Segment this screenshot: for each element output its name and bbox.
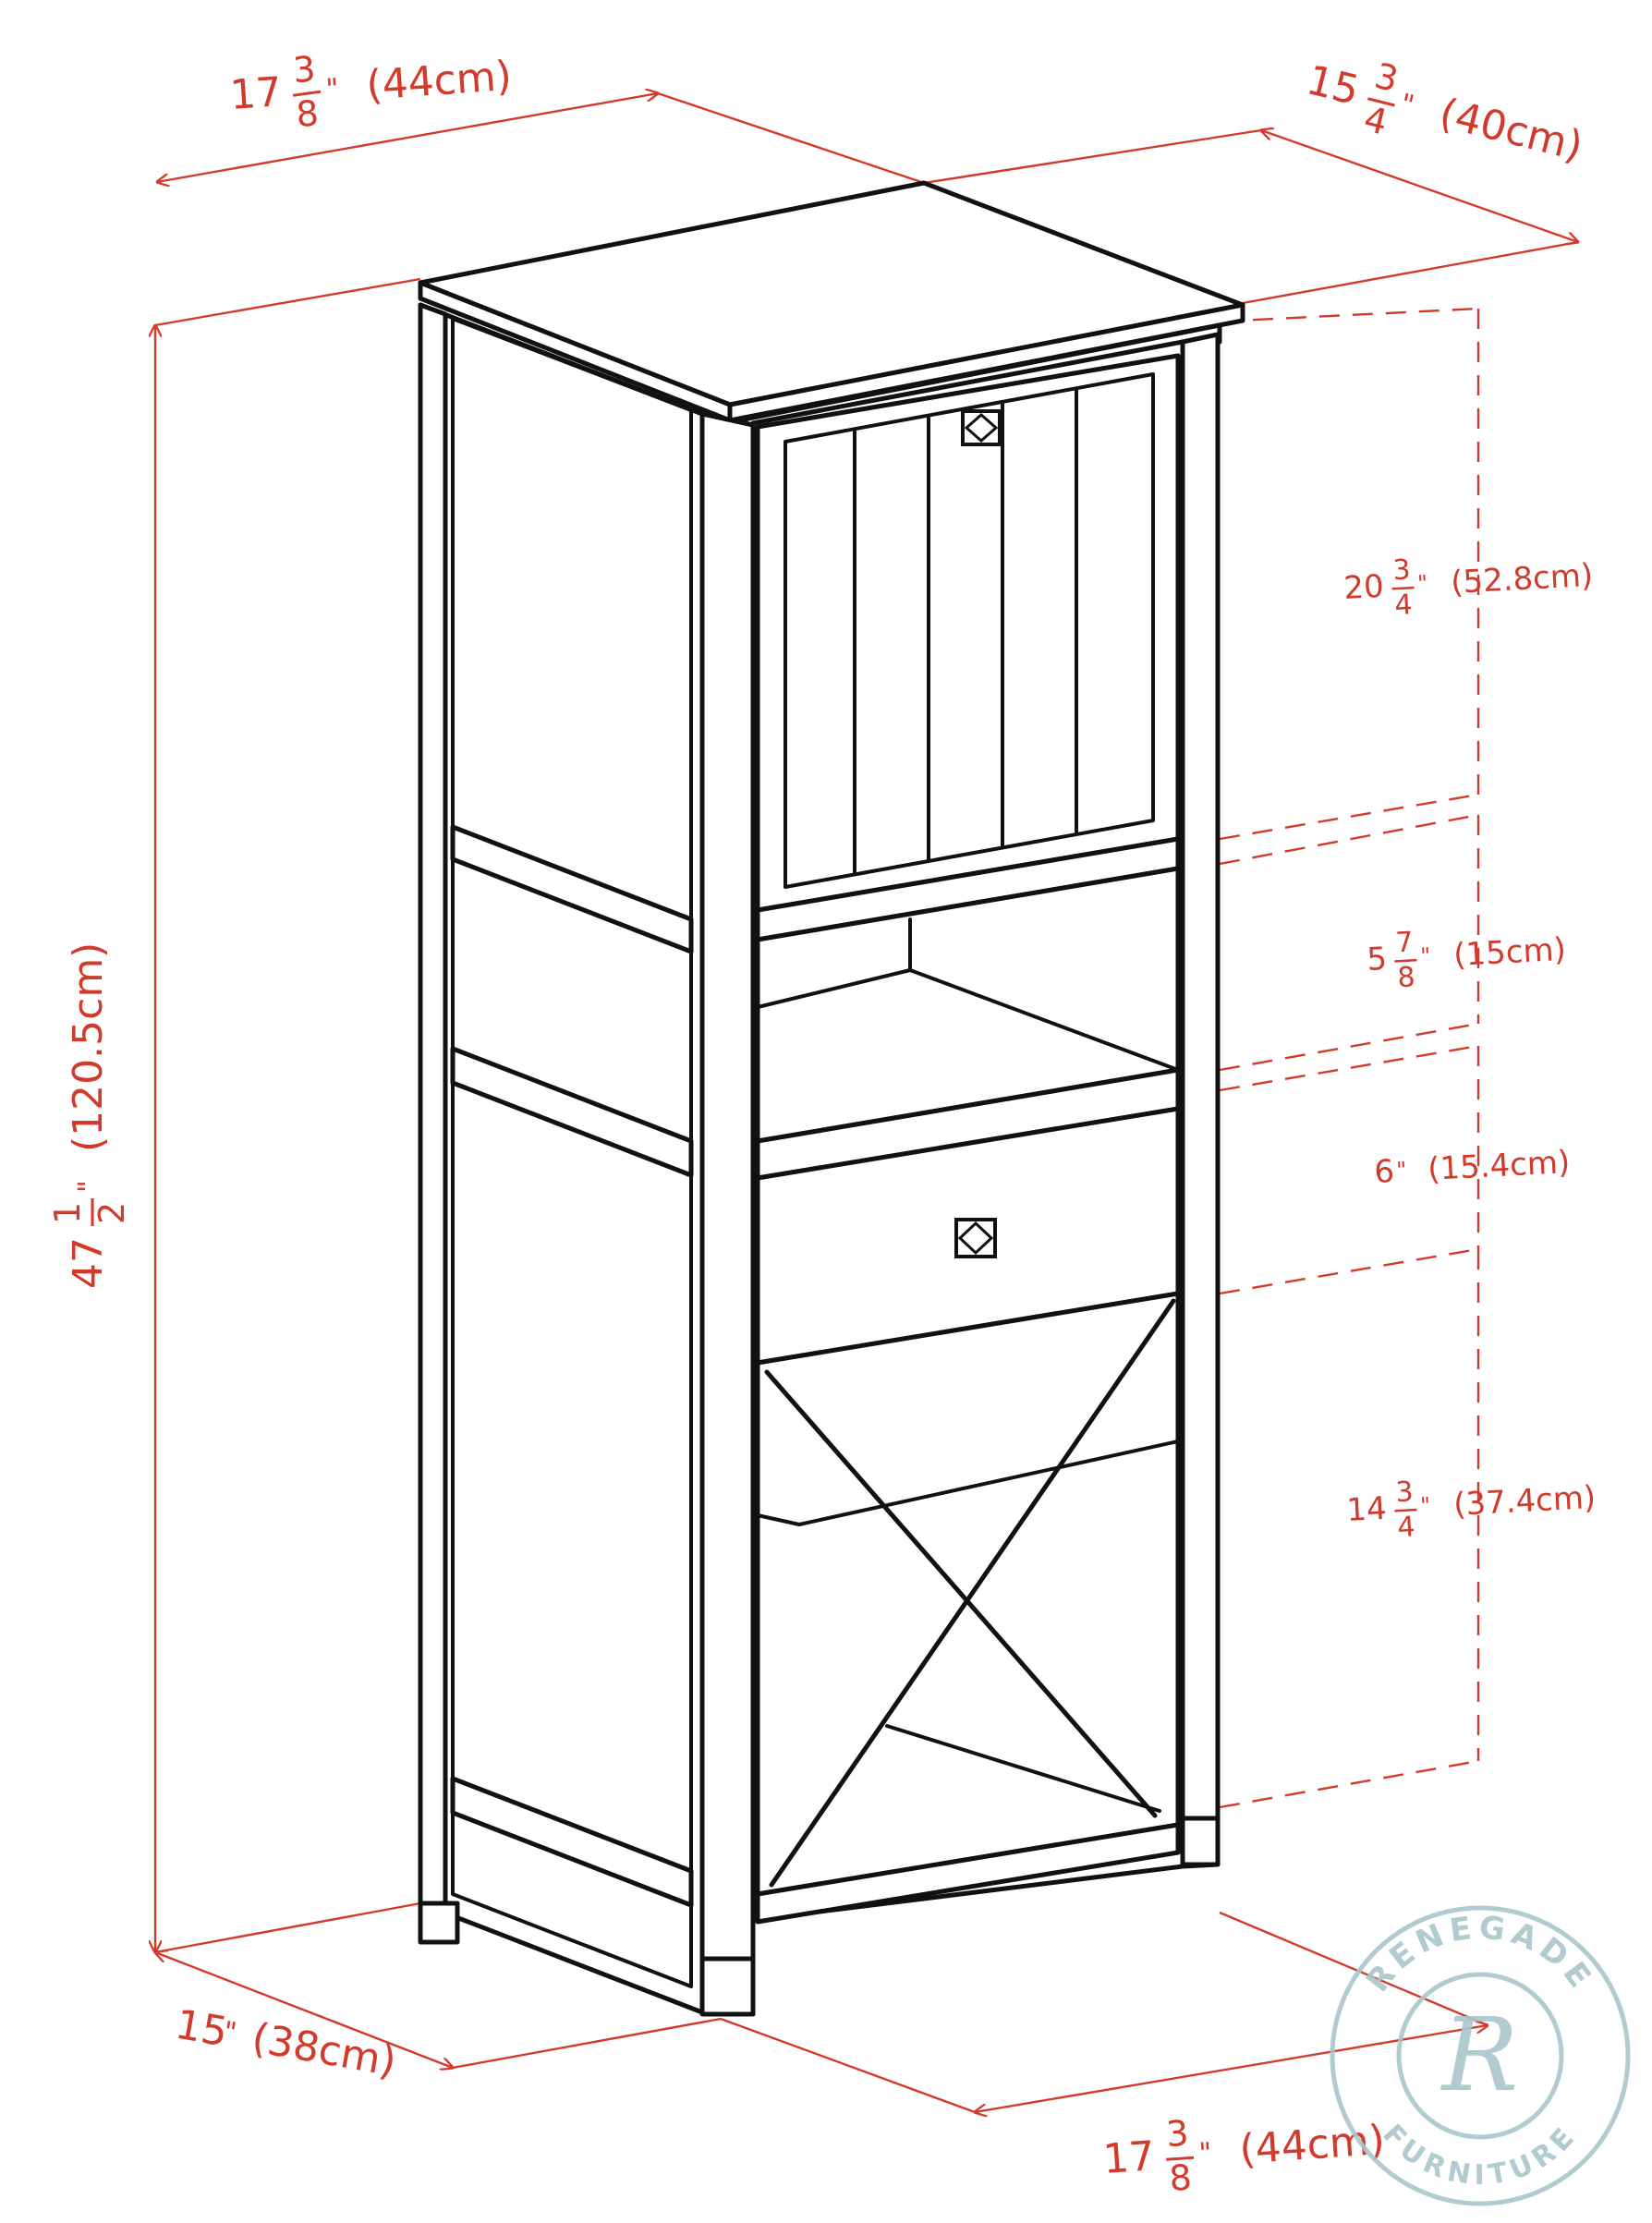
- label-section-4: 14 3 4 " (37.4cm): [1345, 1476, 1597, 1544]
- top-width-den: 8: [295, 92, 320, 135]
- section-2-num: 7: [1395, 926, 1415, 959]
- base-width-line: [720, 2017, 976, 2114]
- base-depth-extension: [154, 1901, 421, 1954]
- section-4-whole: 14: [1345, 1490, 1387, 1529]
- label-section-1: 20 3 4 " (52.8cm): [1342, 553, 1594, 622]
- upper-door-inner: [783, 372, 1155, 889]
- base-width-num: 3: [1165, 2113, 1190, 2156]
- section-dash-2a: [1219, 813, 1479, 866]
- height-unit: ": [73, 1180, 105, 1193]
- top-depth-extension-left: [923, 128, 1262, 185]
- left-side-inner-frame: [451, 317, 693, 1988]
- section-1-whole: 20: [1342, 568, 1384, 607]
- height-extension-top: [154, 277, 421, 327]
- section-4-num: 3: [1395, 1476, 1415, 1509]
- watermark-inner-circle: [1396, 1972, 1564, 2140]
- label-height: 47 1 2 " (120.5cm): [47, 942, 132, 1289]
- height-den: 2: [91, 1202, 132, 1224]
- top-width-line: [157, 93, 658, 182]
- left-foot-front: [699, 1956, 756, 2017]
- left-rail-upper: [450, 824, 694, 954]
- section-4-metric: (37.4cm): [1452, 1479, 1597, 1524]
- section-dash-3a: [1219, 1044, 1479, 1092]
- section-4-den: 4: [1397, 1511, 1416, 1544]
- base-depth-line: [155, 1952, 453, 2068]
- wine-rack-cross-b: [769, 1298, 1176, 1888]
- cubby-inner-shelf: [756, 968, 1180, 1072]
- watermark-outer-circle: [1330, 1905, 1631, 2206]
- cabinet-drawing: [418, 180, 1245, 2017]
- section-dash-1: [1219, 793, 1479, 841]
- top-depth-extension-right: [1242, 240, 1579, 305]
- watermark-top-textpath: RENEGADE: [1359, 1909, 1596, 1999]
- section-dash-top: [1219, 307, 1479, 323]
- label-section-2: 5 7 8 " (15cm): [1366, 926, 1567, 994]
- base-depth-unit: ": [221, 2016, 239, 2050]
- section-2-metric: (15cm): [1452, 931, 1567, 974]
- dimension-lines: [155, 93, 1578, 2112]
- left-back-leg: [418, 302, 448, 1915]
- section-3-unit: ": [1396, 1157, 1407, 1184]
- drawer-knob-icon[interactable]: [954, 1218, 997, 1258]
- label-top-width: 17 3 8 " (44cm): [228, 49, 514, 135]
- top-depth-unit: ": [1397, 88, 1417, 122]
- watermark-bottom-textpath: FURNITURE: [1376, 2119, 1578, 2193]
- top-depth-metric: (40cm): [1435, 90, 1587, 171]
- section-3-whole: 6: [1373, 1153, 1395, 1191]
- door-knob-icon[interactable]: [961, 409, 1002, 446]
- top-width-unit: ": [325, 73, 340, 106]
- renegade-furniture-watermark: RENEGADE FURNITURE R: [1330, 1905, 1631, 2206]
- top-depth-den: 4: [1360, 98, 1391, 143]
- section-2-den: 8: [1397, 961, 1416, 994]
- base-width-unit: ": [1198, 2137, 1213, 2170]
- top-depth-num: 3: [1371, 55, 1403, 101]
- right-front-leg: [1180, 332, 1221, 1869]
- section-1-den: 4: [1394, 589, 1414, 622]
- base-width-extension-right: [1219, 1911, 1488, 2027]
- section-1-num: 3: [1392, 553, 1412, 587]
- base-width-whole: 17: [1101, 2132, 1156, 2183]
- wine-rack-inner-shelf: [885, 1724, 1161, 1813]
- top-width-whole: 17: [228, 68, 283, 119]
- section-dash-3: [1219, 1247, 1479, 1295]
- section-dash-2: [1219, 1022, 1479, 1072]
- bottom-rail: [755, 1822, 1181, 1925]
- section-1-unit: ": [1417, 570, 1428, 597]
- dimension-labels: 17 3 8 " (44cm) 15 3 4 " (40cm) 47 1 2 "…: [47, 49, 1597, 2199]
- label-base-depth: 15 " (38cm): [172, 2001, 400, 2086]
- height-metric: (120.5cm): [65, 942, 112, 1152]
- watermark-bottom-text: FURNITURE: [1376, 2119, 1584, 2193]
- left-rail-bottom: [450, 1776, 694, 1908]
- wine-rack-cross-a: [764, 1369, 1158, 1818]
- top-depth-line: [1261, 130, 1578, 242]
- top-width-metric: (44cm): [365, 53, 514, 110]
- watermark-top-text: RENEGADE: [1359, 1909, 1601, 1999]
- section-2-whole: 5: [1366, 941, 1388, 978]
- watermark-monogram: R: [1440, 1996, 1519, 2114]
- base-depth-extension-2: [452, 2017, 722, 2070]
- base-depth-whole: 15: [172, 2001, 231, 2057]
- section-2-unit: ": [1420, 942, 1431, 969]
- section-4-unit: ": [1420, 1492, 1431, 1519]
- left-front-leg: [699, 411, 756, 2017]
- height-num: 1: [47, 1202, 88, 1224]
- left-rail-middle: [450, 1046, 694, 1178]
- label-top-depth: 15 3 4 " (40cm): [1302, 55, 1587, 171]
- label-section-3: 6 " (15.4cm): [1373, 1144, 1571, 1191]
- base-width-den: 8: [1168, 2156, 1193, 2199]
- height-whole: 47: [65, 1237, 112, 1289]
- section-dash-bottom: [1219, 1759, 1479, 1809]
- base-depth-metric: (38cm): [249, 2014, 400, 2086]
- top-width-extension-right: [657, 91, 925, 185]
- top-width-num: 3: [292, 49, 317, 91]
- section-1-metric: (52.8cm): [1450, 557, 1594, 601]
- cabinet-top-right-edge: [727, 302, 1245, 423]
- top-depth-whole: 15: [1302, 56, 1364, 115]
- left-foot-back: [418, 1901, 460, 1945]
- section-3-metric: (15.4cm): [1427, 1144, 1571, 1188]
- wine-rack-inner-back: [756, 1439, 1180, 1526]
